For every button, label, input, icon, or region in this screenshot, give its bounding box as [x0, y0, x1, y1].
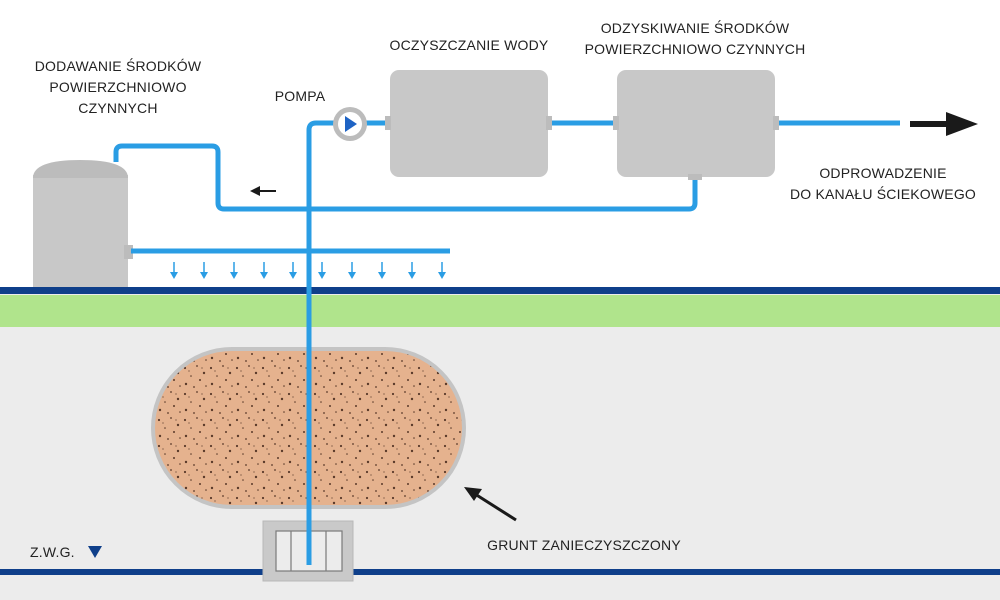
surfactant-recovery-label: ODZYSKIWANIE ŚRODKÓW POWIERZCHNIOWO CZYN…: [565, 18, 825, 60]
drip-arrow: [438, 262, 446, 279]
pump-label: POMPA: [260, 86, 340, 107]
soil-pointer-arrow: [464, 487, 517, 522]
label-line: POWIERZCHNIOWO CZYNNYCH: [584, 41, 806, 57]
groundwater-level-marker-icon: [88, 546, 102, 558]
water-treatment-label: OCZYSZCZANIE WODY: [369, 35, 569, 56]
discharge-arrow: [910, 112, 978, 136]
groundwater-level-label: Z.W.G.: [30, 542, 86, 563]
drip-arrow: [230, 262, 238, 279]
infiltration-arrows: [170, 262, 446, 279]
discharge-label: ODPROWADZENIE DO KANAŁU ŚCIEKOWEGO: [768, 163, 998, 205]
label-line: ODPROWADZENIE: [819, 165, 947, 181]
drip-arrow: [378, 262, 386, 279]
label-line: DO KANAŁU ŚCIEKOWEGO: [789, 186, 977, 202]
surfactant-tank: [33, 160, 133, 287]
label-line: GRUNT ZANIECZYSZCZONY: [487, 537, 681, 553]
drip-arrow: [348, 262, 356, 279]
drip-arrow: [289, 262, 297, 279]
label-line: POWIERZCHNIOWO: [49, 79, 187, 95]
label-line: ODZYSKIWANIE ŚRODKÓW: [600, 20, 790, 36]
drip-arrow: [408, 262, 416, 279]
label-line: Z.W.G.: [30, 544, 75, 560]
surfactant-recovery-unit: [617, 70, 775, 177]
drip-arrow: [200, 262, 208, 279]
surfactant-addition-label: DODAWANIE ŚRODKÓW POWIERZCHNIOWO CZYNNYC…: [18, 56, 218, 119]
pipe-recovery-return: [113, 143, 698, 212]
contaminated-soil-label: GRUNT ZANIECZYSZCZONY: [474, 535, 694, 556]
groundwater-line: [0, 569, 1000, 575]
label-line: CZYNNYCH: [78, 100, 158, 116]
drip-arrow: [318, 262, 326, 279]
label-line: OCZYSZCZANIE WODY: [389, 37, 549, 53]
pump: [333, 107, 367, 141]
flow-direction-arrow: [250, 186, 276, 196]
drip-arrow: [170, 262, 178, 279]
grass-strip: [0, 295, 1000, 327]
well-pipe: [306, 120, 334, 565]
water-treatment-unit: [390, 70, 548, 177]
drip-arrow: [260, 262, 268, 279]
label-line: POMPA: [274, 88, 326, 104]
label-line: DODAWANIE ŚRODKÓW: [34, 58, 202, 74]
ground-surface-line: [0, 287, 1000, 294]
